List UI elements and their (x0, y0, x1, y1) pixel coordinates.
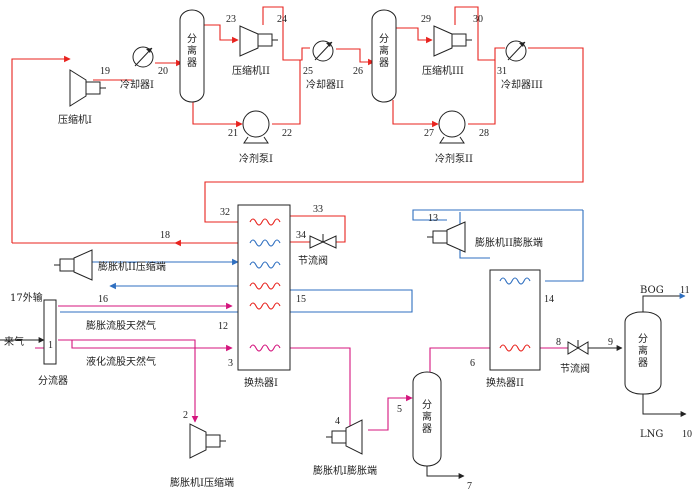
pump-2-symbol (438, 110, 466, 144)
stream-24: 24 (277, 14, 287, 25)
stream-19: 19 (100, 66, 110, 77)
expander-1-compression-symbol (189, 423, 226, 459)
cooler-3-symbol (505, 40, 527, 62)
coil-32 (249, 218, 281, 226)
expander-2-compressor-label: 膨胀机II压缩端 (98, 260, 166, 273)
stream-6: 6 (470, 358, 475, 369)
separator-3: 分 离 器 (412, 371, 442, 467)
stream-31: 31 (497, 66, 507, 77)
stream-22: 22 (282, 128, 292, 139)
throttle-valve-2-label: 节流阀 (560, 362, 590, 375)
cooler-1-symbol (132, 46, 154, 68)
compressor-2-label: 压缩机II (232, 64, 270, 77)
stream-34: 34 (296, 230, 306, 241)
compressor-1-symbol (69, 69, 106, 107)
stream-7: 7 (467, 481, 472, 492)
heat-exchanger-2-label: 换热器II (486, 376, 524, 389)
stream-27: 27 (424, 128, 434, 139)
stream-25: 25 (303, 66, 313, 77)
stream-2: 2 (183, 410, 188, 421)
stream-11: 11 (680, 285, 690, 296)
separator-4: 分 离 器 (624, 311, 662, 395)
cooler-2-symbol (312, 40, 334, 62)
separator-2-char-1: 分 (379, 33, 389, 45)
cold-stream-lines (60, 209, 584, 313)
cooler-2-label: 冷却器II (306, 78, 344, 91)
expander-2-label: 膨胀机II膨胀端 (475, 236, 543, 249)
cooler-1-label: 冷却器I (120, 78, 154, 91)
stream-3: 3 (228, 358, 233, 369)
stream-33: 33 (313, 204, 323, 215)
compressor-3-symbol (433, 25, 472, 57)
compressor-1-label: 压缩机I (58, 113, 92, 126)
coil-15 (249, 282, 281, 290)
separator-1-char-2: 离 (187, 44, 197, 57)
separator-3-char-1: 分 (422, 399, 432, 411)
stream-13: 13 (428, 213, 438, 224)
stream-12: 12 (218, 321, 228, 332)
separator-2-char-3: 器 (379, 57, 389, 69)
separator-4-char-1: 分 (638, 333, 648, 345)
stream-5: 5 (397, 404, 402, 415)
separator-1-char-3: 器 (187, 57, 197, 69)
stream-21: 21 (228, 128, 238, 139)
stream-26: 26 (353, 66, 363, 77)
heat-exchanger-2 (489, 269, 541, 371)
cooler-3-label: 冷却器III (501, 78, 543, 91)
liquefaction-stream-label: 液化流股天然气 (86, 355, 156, 368)
pump-2-label: 冷剂泵II (435, 152, 473, 165)
lng-label: LNG (640, 429, 663, 440)
expansion-stream-label: 膨胀流股天然气 (86, 319, 156, 332)
refrigerant-loop-lines (11, 6, 584, 301)
stream-16: 16 (98, 294, 108, 305)
pump-1-symbol (242, 110, 270, 144)
stream-20: 20 (158, 66, 168, 77)
bog-label: BOG (640, 285, 664, 296)
stream-4: 4 (335, 416, 340, 427)
stream-15: 15 (296, 294, 306, 305)
compressor-2-symbol (239, 25, 278, 57)
separator-4-char-2: 离 (638, 344, 648, 357)
separator-1: 分 离 器 (179, 9, 205, 103)
feed-gas-label: 来气 (4, 335, 24, 348)
stream-18: 18 (160, 230, 170, 241)
throttle-valve-1-label: 节流阀 (298, 254, 328, 267)
stream-9: 9 (608, 337, 613, 348)
separator-3-char-2: 离 (422, 410, 432, 423)
stream-1: 1 (48, 340, 53, 351)
throttle-valve-1-symbol (309, 234, 337, 249)
expander-1-expansion-symbol (326, 419, 363, 455)
heat-exchanger-1 (237, 204, 291, 371)
pump-1-label: 冷剂泵I (239, 152, 273, 165)
splitter-label: 分流器 (38, 374, 68, 387)
coil-18 (249, 239, 281, 247)
expander-2-expansion-symbol (427, 221, 466, 253)
separator-4-char-3: 器 (638, 357, 648, 369)
coil-12 (249, 302, 281, 310)
heat-exchanger-1-label: 换热器I (244, 376, 278, 389)
stream-14: 14 (544, 294, 554, 305)
splitter (43, 299, 57, 365)
coil-3 (249, 344, 281, 352)
stream-29: 29 (421, 14, 431, 25)
export-label: 17外输 (10, 291, 43, 304)
stream-23: 23 (226, 14, 236, 25)
expander-1-compressor-label: 膨胀机I压缩端 (170, 476, 234, 489)
throttle-valve-2-symbol (567, 340, 589, 355)
stream-30: 30 (473, 14, 483, 25)
separator-2: 分 离 器 (371, 9, 397, 103)
expander-2-compression-symbol (54, 249, 93, 281)
separator-3-char-3: 器 (422, 423, 432, 435)
separator-1-char-1: 分 (187, 33, 197, 45)
expander-1-label: 膨胀机I膨胀端 (313, 464, 377, 477)
stream-28: 28 (479, 128, 489, 139)
stream-10: 10 (682, 429, 692, 440)
stream-32: 32 (220, 207, 230, 218)
stream-8: 8 (556, 337, 561, 348)
separator-2-char-2: 离 (379, 44, 389, 57)
natural-gas-lines (35, 302, 568, 432)
coil-13 (249, 261, 281, 269)
compressor-3-label: 压缩机III (422, 64, 464, 77)
